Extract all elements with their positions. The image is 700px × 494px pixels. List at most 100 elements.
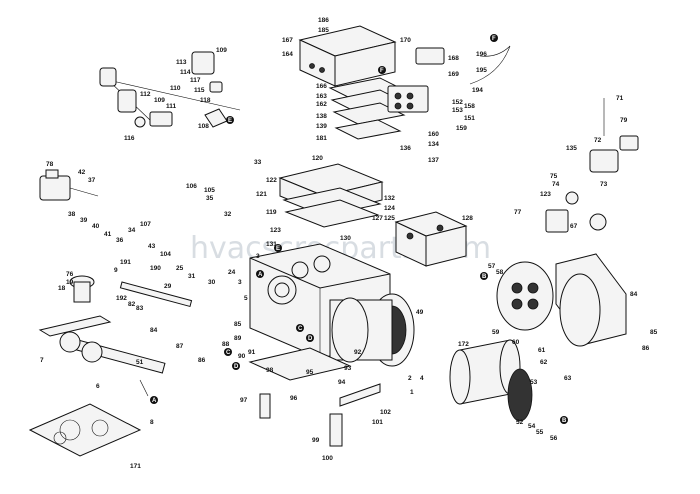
part-label: 139 [316,123,327,130]
part-label: 95 [306,369,314,376]
part-label: 83 [136,305,144,312]
part-label: 100 [322,455,333,462]
part-label: 75 [550,173,558,180]
part-label: 33 [254,159,262,166]
part-label: 2 [408,375,412,382]
part-label: 84 [150,327,158,334]
part-label: 90 [238,353,246,360]
part-label: 73 [600,181,608,188]
part-label: 55 [536,429,544,436]
part-label: 84 [630,291,638,298]
part-label: 191 [120,259,131,266]
part-label: 101 [372,419,383,426]
part-label: 67 [570,223,578,230]
part-label: 43 [148,243,156,250]
part-label: 134 [428,141,439,148]
part-label: 8 [150,419,154,426]
part-label: 7 [40,357,44,364]
part-label: 121 [256,191,267,198]
part-label: 6 [96,383,100,390]
part-label: 31 [188,273,196,280]
part-label: 115 [194,87,205,94]
part-label: 108 [198,123,209,130]
part-label: 119 [266,209,277,216]
part-label: 88 [222,341,230,348]
part-label: 85 [234,321,242,328]
part-label: 194 [472,87,483,94]
part-label: 113 [176,59,187,66]
cylinder-head [278,163,384,228]
part-label: 153 [452,107,463,114]
callout-label: E [276,246,280,252]
part-label: 170 [400,37,411,44]
part-label: 190 [150,265,161,272]
part-label: 99 [312,437,320,444]
part-label: 151 [464,115,475,122]
part-label: 92 [354,349,362,356]
part-label: 124 [384,205,395,212]
callout-label: A [152,398,157,404]
callout-label: F [380,68,384,74]
part-label: 181 [316,135,327,142]
part-label: 104 [160,251,171,258]
part-label: 25 [176,265,184,272]
part-label: 39 [80,217,88,224]
motor-stator [329,293,415,367]
part-label: 112 [140,91,151,98]
callout-label: C [298,326,303,332]
part-label: 158 [464,103,475,110]
part-label: 96 [290,395,298,402]
part-label: 37 [88,177,96,184]
part-label: 127 [372,215,383,222]
part-label: 40 [92,223,100,230]
part-label: 59 [492,329,500,336]
part-label: 89 [234,335,242,342]
part-label: 192 [116,295,127,302]
part-label: 120 [312,155,323,162]
part-label: 32 [224,211,232,218]
part-label: 167 [282,37,293,44]
callout-label: E [228,118,232,124]
part-label: 29 [164,283,172,290]
part-label: 163 [316,93,327,100]
part-label: 135 [566,145,577,152]
part-label: 79 [620,117,628,124]
cylinder-head-right [394,211,468,267]
part-label: 166 [316,83,327,90]
part-label: 132 [384,195,395,202]
part-label: 71 [616,95,624,102]
part-label: 159 [456,125,467,132]
part-label: 9 [114,267,118,274]
piston-connecting-rod [69,275,193,308]
part-label: 77 [514,209,522,216]
part-label: 118 [200,97,211,104]
part-label: 18 [58,285,66,292]
oil-pressure-switch [39,169,99,201]
part-label: 196 [476,51,487,58]
part-label: 5 [244,295,248,302]
part-label: 86 [642,345,650,352]
part-label: 19 [66,279,74,286]
part-label: 110 [170,85,181,92]
part-label: 109 [216,47,227,54]
part-label: 63 [564,375,572,382]
part-label: 49 [416,309,424,316]
part-label: 195 [476,67,487,74]
part-label: 130 [340,235,351,242]
part-label: 74 [552,181,560,188]
callout-label: D [308,336,313,342]
part-label: 61 [538,347,546,354]
part-label: 98 [266,367,274,374]
part-label: 41 [104,231,112,238]
part-label: 107 [140,221,151,228]
part-label: 137 [428,157,439,164]
part-label: 128 [462,215,473,222]
part-label: 35 [206,195,214,202]
part-label: 3 [256,253,260,260]
part-label: 4 [420,375,424,382]
callout-label: C [226,350,231,356]
part-label: 87 [176,343,184,350]
part-label: 168 [448,55,459,62]
part-label: 62 [540,359,548,366]
